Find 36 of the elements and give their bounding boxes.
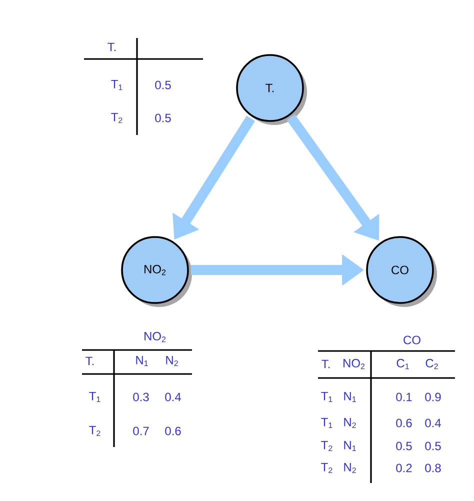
- row-label: T$_{1}$: [111, 80, 122, 90]
- row-label: T$_{1}$: [89, 392, 100, 402]
- probability-value: 0.5: [396, 442, 412, 450]
- row-label: N$_{1}$: [344, 392, 356, 402]
- row-label: N$_{2}$: [344, 462, 356, 474]
- table-title: NO$_{2}$: [144, 332, 166, 342]
- probability-value: 0.4: [425, 418, 441, 428]
- row-label: T$_{2}$: [321, 440, 332, 452]
- probability-value: 0.8: [425, 464, 441, 472]
- column-header: T.: [322, 360, 330, 368]
- column-header: T.: [86, 356, 94, 366]
- probability-value: 0.5: [425, 442, 441, 450]
- column-header: N$_{2}$: [166, 356, 178, 366]
- row-label: T$_{2}$: [89, 426, 100, 436]
- probability-value: 0.5: [155, 114, 171, 122]
- probability-value: 0.6: [396, 418, 412, 428]
- probability-value: 0.7: [133, 426, 149, 436]
- row-label: N$_{1}$: [344, 440, 356, 452]
- probability-value: 0.6: [165, 426, 181, 436]
- row-label: T$_{2}$: [111, 112, 122, 124]
- probability-value: 0.2: [396, 464, 412, 472]
- column-header: N$_{1}$: [136, 356, 148, 366]
- probability-value: 0.5: [155, 80, 171, 90]
- probability-value: 0.9: [425, 392, 441, 402]
- row-label: T$_{1}$: [321, 392, 332, 402]
- probability-value: 0.3: [133, 392, 149, 402]
- table-title: CO: [404, 336, 420, 344]
- probability-value: 0.4: [165, 392, 181, 402]
- row-label: T$_{2}$: [321, 462, 332, 474]
- column-header: C$_{2}$: [426, 358, 438, 370]
- column-header: T.: [108, 42, 116, 52]
- row-label: T$_{1}$: [321, 418, 332, 428]
- column-header: C$_{1}$: [396, 358, 409, 370]
- column-header: NO$_{2}$: [344, 358, 365, 370]
- probability-value: 0.1: [396, 392, 412, 402]
- row-label: N$_{2}$: [344, 418, 356, 428]
